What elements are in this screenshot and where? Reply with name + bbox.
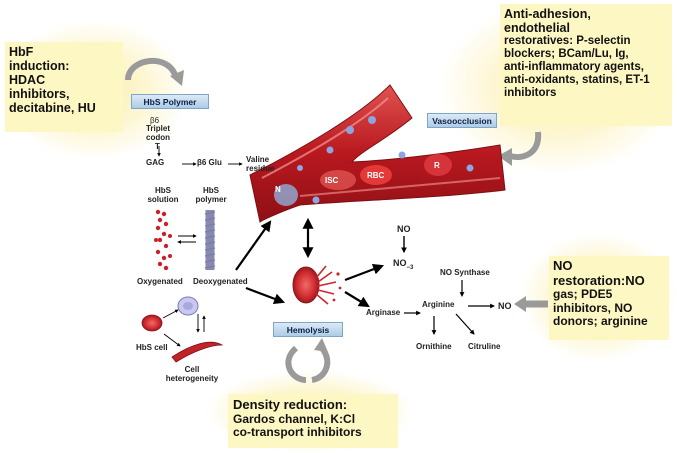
no-synthase-label: NO Synthase xyxy=(440,268,490,277)
vessel-ec-label: EC xyxy=(278,213,290,222)
hbf-line-5: decitabine, HU xyxy=(9,101,96,115)
arrow-to-arginase xyxy=(344,291,370,308)
vasoocclusion-cycle-arrow-icon xyxy=(498,131,542,166)
valine-residue-label: Valine residue xyxy=(246,155,274,173)
arrow-to-hemolysis xyxy=(245,286,286,305)
hbf-line-3: HDAC xyxy=(9,73,46,87)
hbs-solution-line-1: HbS xyxy=(155,186,171,195)
no3-label: NO−3 xyxy=(393,258,413,271)
anti-adhesion-line-4: blockers; BCam/Lu, Ig, xyxy=(504,47,629,60)
hbs-solution-dots xyxy=(154,209,172,271)
no-line-1: NO xyxy=(553,258,573,273)
hbs-solution-label: HbS solution xyxy=(146,186,180,204)
hbf-line-2: induction: xyxy=(9,59,70,73)
hbf-induction-box: HbF induction: HDAC inhibitors, decitabi… xyxy=(5,42,123,132)
deoxygenated-label: Deoxygenated xyxy=(193,277,248,286)
arginase-label: Arginase xyxy=(366,308,401,317)
hbs-solution-line-2: solution xyxy=(147,195,179,204)
density-line-1: Density reduction: xyxy=(233,397,348,412)
vessel-r-label: R xyxy=(434,161,440,170)
oxygenated-label: Oxygenated xyxy=(137,277,183,286)
no-restoration-arrow-icon xyxy=(514,296,548,312)
no-restoration-box: NO restoration:NO gas; PDE5 inhibitors, … xyxy=(549,256,669,340)
density-reduction-box: Density reduction: Gardos channel, K:Cl … xyxy=(228,394,398,448)
anti-adhesion-line-1: Anti-adhesion, xyxy=(504,7,591,21)
t-label: T xyxy=(155,142,160,151)
hbs-polymer-line-1: HbS xyxy=(203,186,219,195)
vasoocclusion-label: Vasoocclusion xyxy=(427,113,497,128)
arrow-to-no3 xyxy=(344,263,385,282)
anti-adhesion-line-6: anti-oxidants, statins, ET-1 xyxy=(504,73,650,86)
no-top-label: NO xyxy=(397,224,411,234)
anti-adhesion-line-2: endothelial xyxy=(504,21,570,35)
no-line-3: gas; PDE5 xyxy=(553,287,613,302)
hbs-polymer-fiber xyxy=(204,210,216,270)
no-line-2: restoration:NO xyxy=(553,272,645,288)
anti-adhesion-line-5: anti-inflammatory agents, xyxy=(504,60,644,73)
vessel-rbc-label: RBC xyxy=(367,171,385,180)
residue-line: residue xyxy=(246,164,275,173)
no-line-4: inhibitors, NO xyxy=(553,300,633,315)
hbs-polymer-small-label: HbS polymer xyxy=(193,186,229,204)
anti-adhesion-box: Anti-adhesion, endothelial restoratives:… xyxy=(500,4,672,126)
valine-line: Valine xyxy=(246,155,270,164)
hbs-cells-illustration xyxy=(141,296,224,363)
gag-label: GAG xyxy=(146,158,165,167)
heterogeneity-line: heterogeneity xyxy=(165,374,219,383)
codon-line: codon xyxy=(146,133,170,142)
vessel-isc-label: ISC xyxy=(325,176,339,185)
blood-vessel xyxy=(249,84,506,224)
arginine-label: Arginine xyxy=(422,300,455,309)
ornithine-label: Ornithine xyxy=(416,342,452,351)
citruline-label: Citruline xyxy=(468,342,501,351)
hemolysis-label: Hemolysis xyxy=(273,322,343,337)
hbs-cell-label: HbS cell xyxy=(136,343,168,352)
no-right-label: NO xyxy=(498,301,512,311)
density-line-3: co-transport inhibitors xyxy=(233,424,362,439)
hbs-polymer-line-2: polymer xyxy=(195,195,227,204)
hemolysis-cycle-arrow-icon xyxy=(285,338,331,383)
no-line-5: donors; arginine xyxy=(553,313,648,328)
triplet-line: Triplet xyxy=(145,124,170,133)
cell-heterogeneity-label: Cell heterogeneity xyxy=(164,365,220,383)
hbs-polymer-label: HbS Polymer xyxy=(131,94,209,109)
hbf-line-1: HbF xyxy=(9,45,34,59)
hbf-line-4: inhibitors, xyxy=(9,87,70,101)
triplet-codon-label: Triplet codon xyxy=(138,124,178,142)
b6glu-label: β6 Glu xyxy=(197,158,222,167)
density-line-2: Gardos channel, K:Cl xyxy=(233,411,356,426)
hemolysis-cell-icon xyxy=(292,265,342,305)
anti-adhesion-line-7: inhibitors xyxy=(504,86,557,99)
cell-line: Cell xyxy=(184,365,200,374)
hbf-cycle-arrow-icon xyxy=(125,58,184,86)
arrow-arginine-citruline xyxy=(455,313,475,335)
anti-adhesion-line-3: restoratives: P-selectin xyxy=(504,35,631,47)
arrow-to-vessel xyxy=(235,220,272,271)
no3-text: NO xyxy=(393,258,407,268)
beta6-label: β6 xyxy=(150,116,160,125)
no3-subscript: −3 xyxy=(406,264,414,271)
vessel-n-label: N xyxy=(275,185,281,194)
